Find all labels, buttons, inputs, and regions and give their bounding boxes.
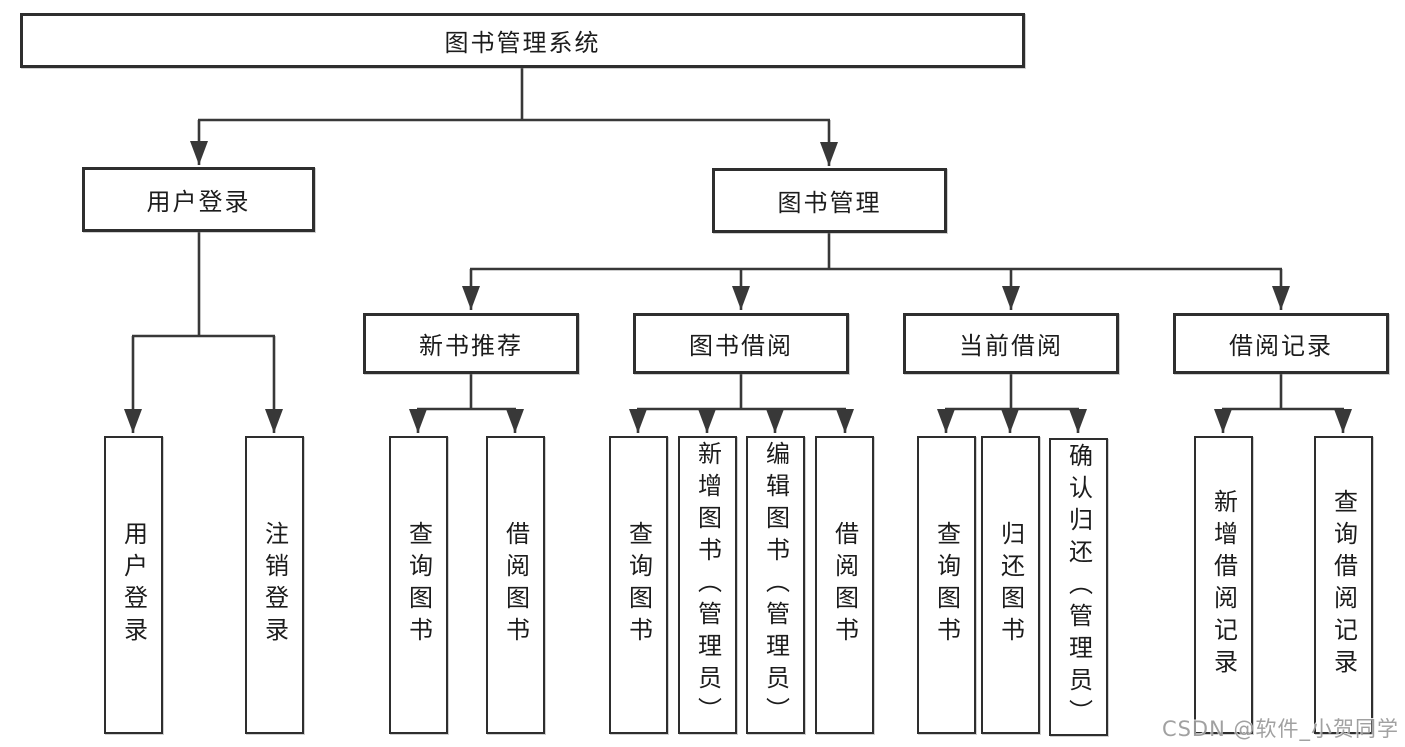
leaf-confirm-return-admin: 确认归还（管理员） [1049, 438, 1108, 736]
node-book-borrow: 图书借阅 [633, 313, 849, 374]
leaf-return-book: 归还图书 [981, 436, 1040, 734]
node-library-management-system: 图书管理系统 [20, 13, 1025, 68]
watermark: CSDN @软件_小贺同学 [1161, 717, 1399, 741]
leaf-add-book-admin: 新增图书（管理员） [678, 436, 737, 734]
leaf-borrow-books-recommend: 借阅图书 [486, 436, 545, 734]
leaf-edit-book-admin: 编辑图书（管理员） [746, 436, 805, 734]
node-new-book-recommend: 新书推荐 [363, 313, 579, 374]
node-user-login: 用户登录 [82, 167, 315, 232]
leaf-query-books-borrow: 查询图书 [609, 436, 668, 734]
node-book-management: 图书管理 [712, 168, 947, 233]
leaf-logout: 注销登录 [245, 436, 304, 734]
node-current-borrow: 当前借阅 [903, 313, 1119, 374]
node-borrow-records: 借阅记录 [1173, 313, 1389, 374]
leaf-query-borrow-record: 查询借阅记录 [1314, 436, 1373, 734]
leaf-user-login: 用户登录 [104, 436, 163, 734]
leaf-query-books-recommend: 查询图书 [389, 436, 448, 734]
leaf-add-borrow-record: 新增借阅记录 [1194, 436, 1253, 734]
leaf-borrow-books: 借阅图书 [815, 436, 874, 734]
leaf-query-books-current: 查询图书 [917, 436, 976, 734]
